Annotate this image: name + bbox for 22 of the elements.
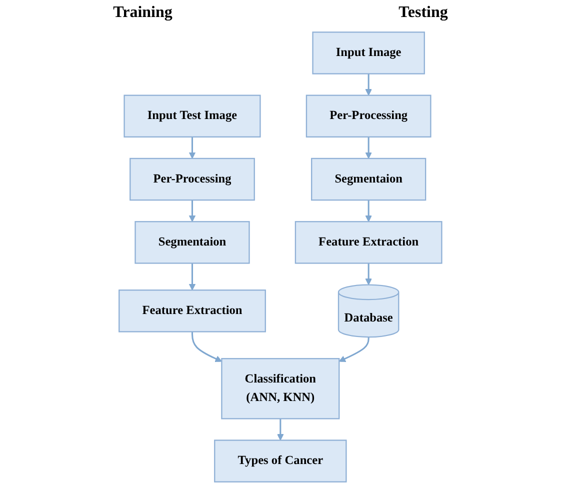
node-box: Per-Processing xyxy=(130,158,256,201)
node-box: Segmentaion xyxy=(134,221,250,264)
arrow xyxy=(365,200,372,222)
arrow xyxy=(277,418,284,441)
node-box: Types of Cancer xyxy=(214,440,347,482)
arrow xyxy=(365,74,372,96)
arrow xyxy=(192,332,222,362)
arrow xyxy=(365,263,372,286)
arrow xyxy=(188,263,196,290)
node-box: Input Test Image xyxy=(124,94,261,138)
arrow xyxy=(188,136,196,159)
arrow xyxy=(338,337,370,362)
arrow xyxy=(188,200,196,222)
arrow xyxy=(365,136,372,159)
node-box: Classification (ANN, KNN) xyxy=(221,358,340,420)
column-heading: Testing xyxy=(398,4,448,22)
node-box: Per-Processing xyxy=(306,94,432,138)
node-box: Feature Extraction xyxy=(118,290,266,332)
node-box: Feature Extraction xyxy=(294,221,442,264)
node-box: Input Image xyxy=(312,32,426,74)
node-box: Segmentaion xyxy=(311,158,426,201)
column-heading: Training xyxy=(113,4,172,22)
